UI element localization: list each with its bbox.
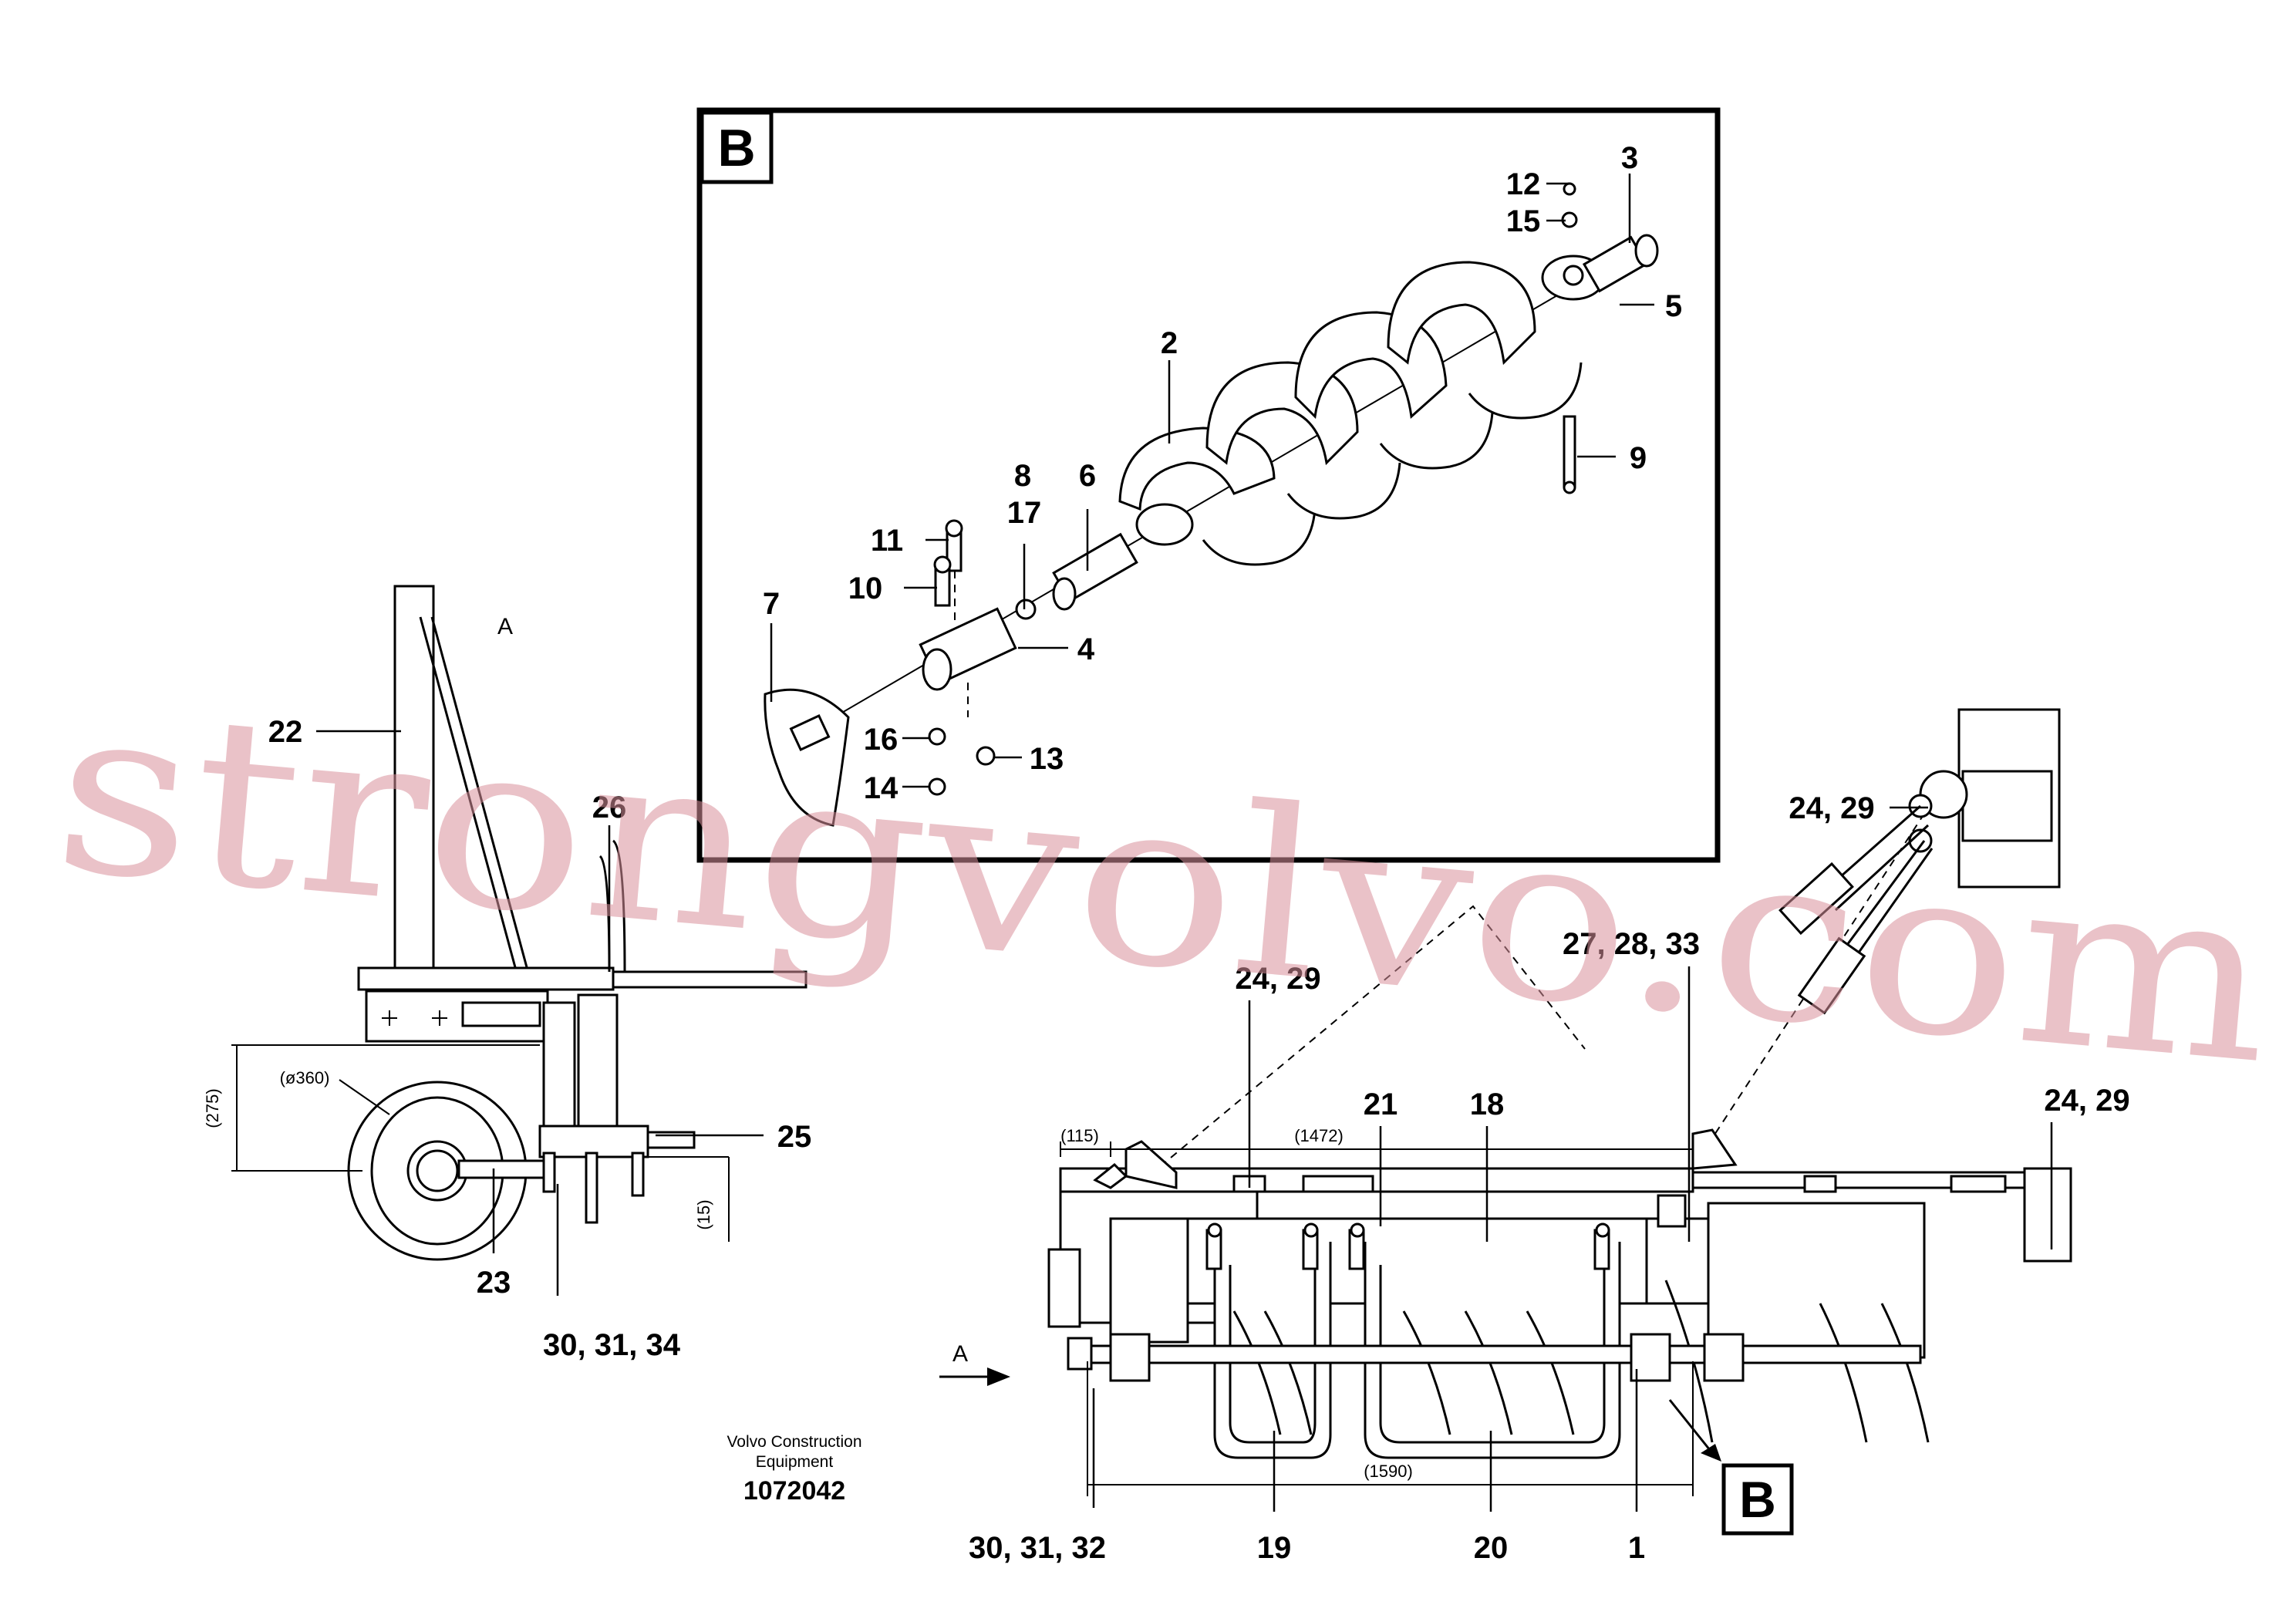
callout-17: 17 bbox=[1007, 496, 1042, 530]
callout-5: 5 bbox=[1665, 289, 1682, 323]
dim-mid-1472: (1472) bbox=[1294, 1126, 1344, 1145]
callout-20: 20 bbox=[1474, 1531, 1509, 1565]
auger-assembly bbox=[764, 182, 1659, 827]
caster-wheel bbox=[347, 1081, 553, 1261]
callout-16: 16 bbox=[864, 723, 899, 757]
callout-27-28-33: 27, 28, 33 bbox=[1563, 927, 1700, 961]
main-view-arrow-label: A bbox=[952, 1341, 968, 1367]
callout-11: 11 bbox=[871, 524, 903, 558]
callout-10: 10 bbox=[848, 572, 883, 605]
callout-2: 2 bbox=[1161, 326, 1178, 360]
logo-line2: Equipment bbox=[756, 1453, 834, 1471]
callout-26: 26 bbox=[592, 791, 627, 824]
callout-3: 3 bbox=[1621, 141, 1638, 175]
callout-14: 14 bbox=[864, 771, 899, 805]
callout-12: 12 bbox=[1506, 167, 1541, 201]
section-b-marker: B bbox=[1739, 1471, 1776, 1528]
callout-4: 4 bbox=[1077, 632, 1095, 666]
callout-9: 9 bbox=[1630, 441, 1647, 475]
detail-b-label: B bbox=[717, 119, 755, 177]
dim-diameter-360: (ø360) bbox=[280, 1068, 330, 1088]
callout-8: 8 bbox=[1014, 459, 1031, 493]
callout-13: 13 bbox=[1030, 742, 1064, 776]
end-paddle bbox=[764, 688, 850, 827]
side-view-letter: A bbox=[497, 614, 513, 639]
main-view: (115) (1472) (1590) A B 24, 29 27, 28, 3… bbox=[939, 708, 2130, 1565]
dim-bottom-1590: (1590) bbox=[1364, 1462, 1413, 1481]
side-view-a: A (275 bbox=[203, 585, 812, 1362]
callout-22: 22 bbox=[268, 715, 303, 749]
callout-7: 7 bbox=[763, 587, 780, 621]
shaft-end-flange bbox=[1541, 234, 1659, 301]
callout-24-29-right: 24, 29 bbox=[2044, 1084, 2129, 1118]
part-number: 1072042 bbox=[743, 1476, 845, 1506]
auger-flight bbox=[1118, 261, 1583, 566]
callout-23: 23 bbox=[477, 1266, 511, 1300]
callout-24-29-top: 24, 29 bbox=[1789, 791, 1874, 825]
callout-18: 18 bbox=[1470, 1088, 1505, 1121]
dim-left-115: (115) bbox=[1060, 1126, 1099, 1145]
detail-b-panel: B bbox=[696, 107, 1721, 863]
callout-15: 15 bbox=[1506, 204, 1541, 238]
callout-25: 25 bbox=[777, 1120, 812, 1154]
callout-1: 1 bbox=[1628, 1531, 1645, 1565]
logo-line1: Volvo Construction bbox=[727, 1433, 861, 1451]
callout-24-29-left: 24, 29 bbox=[1235, 962, 1320, 996]
callout-19: 19 bbox=[1257, 1531, 1292, 1565]
callout-30-31-34: 30, 31, 34 bbox=[543, 1328, 681, 1362]
dim-offset-15: (15) bbox=[694, 1199, 713, 1229]
callout-6: 6 bbox=[1079, 459, 1096, 493]
callout-30-31-32: 30, 31, 32 bbox=[969, 1531, 1106, 1565]
hydraulic-cylinder bbox=[1778, 804, 1934, 1015]
volvo-logo-block: Volvo Construction Equipment 1072042 bbox=[727, 1433, 861, 1506]
callout-21: 21 bbox=[1364, 1088, 1398, 1121]
dim-height-275: (275) bbox=[203, 1088, 222, 1128]
